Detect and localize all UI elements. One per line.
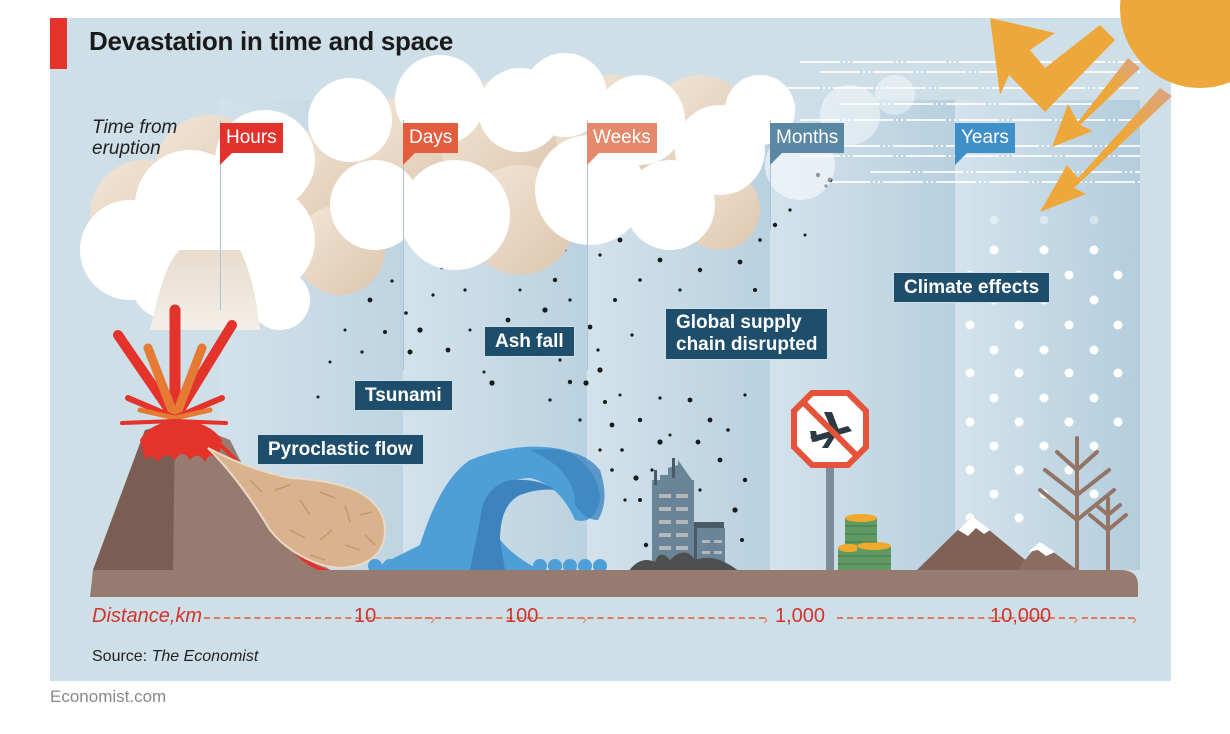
flag-weeks: Weeks [587, 123, 657, 165]
infographic-title: Devastation in time and space [89, 26, 454, 56]
days-flag-stem [403, 120, 404, 370]
axis-arrow-icon: › [763, 611, 768, 628]
weeks-flag-stem [587, 120, 588, 370]
axis-dash [204, 617, 432, 619]
flag-days: Days [403, 123, 459, 165]
hours-flag-stem [220, 120, 221, 310]
damaged-buildings-icon [628, 458, 740, 572]
axis-end-arrow-icon: › [1132, 611, 1137, 628]
months-flag-stem [770, 120, 771, 230]
volcano-icon [93, 304, 331, 574]
event-global-supply-chain: Global supply chain disrupted [665, 308, 829, 360]
flag-tail [403, 153, 415, 165]
flag-days-label: Days [409, 127, 453, 148]
flag-hours: Hours [220, 123, 283, 165]
axis-arrow-icon: › [430, 611, 435, 628]
source-prefix: Source: [92, 648, 148, 665]
distance-axis-label: Distance,km [92, 605, 203, 627]
ash-cloud-icon [80, 53, 915, 330]
axis-arrow-icon: › [582, 611, 587, 628]
axis-dash [547, 617, 765, 619]
flag-hours-label: Hours [226, 127, 277, 148]
time-axis-label: Time from eruption [92, 117, 212, 159]
flag-tail [587, 153, 599, 165]
money-stack-icon [838, 514, 891, 572]
flag-years-label: Years [961, 127, 1009, 148]
event-global-supply-chain-line1: Global supply [676, 312, 802, 333]
event-climate-effects: Climate effects [893, 272, 1051, 303]
axis-tick-100: 100 [505, 605, 539, 627]
pyroclastic-flow-icon [207, 447, 387, 570]
axis-dash [837, 617, 1075, 619]
axis-dash [1082, 617, 1134, 619]
flag-months: Months [770, 123, 845, 165]
flag-weeks-label: Weeks [593, 127, 651, 148]
flag-months-label: Months [776, 127, 839, 148]
time-axis-label-line1: Time from [92, 117, 178, 138]
bare-tree-icon [1038, 436, 1128, 574]
axis-tick-1000: 1,000 [775, 605, 826, 627]
tsunami-wave-icon [368, 446, 607, 573]
axis-dash [384, 617, 584, 619]
event-pyroclastic-flow: Pyroclastic flow [257, 434, 424, 465]
axis-arrow-icon: › [1073, 611, 1078, 628]
source-note: Source: The Economist [92, 648, 258, 666]
source-name: The Economist [151, 648, 259, 665]
flag-tail [955, 153, 967, 165]
distance-axis: Distance,km › 10 › 100 › 1,000 › 10,000 … [92, 605, 1152, 631]
sun-icon [1120, 0, 1230, 88]
footer-credit: Economist.com [50, 687, 167, 706]
snowfall-icon [965, 215, 1123, 523]
time-axis-label-line2: eruption [92, 138, 161, 159]
flag-tail [770, 153, 782, 165]
no-flights-sign-icon [791, 390, 869, 572]
reflected-sunlight-arrows-icon [990, 18, 1172, 212]
event-global-supply-chain-line2: chain disrupted [676, 334, 818, 355]
axis-tick-10000: 10,000 [990, 605, 1052, 627]
flag-years: Years [955, 123, 1015, 165]
event-ash-fall: Ash fall [484, 326, 575, 357]
title-accent-bar [50, 18, 67, 69]
snowy-mountains-icon [915, 516, 1080, 572]
ground [90, 570, 1138, 597]
flag-tail [220, 153, 232, 165]
event-tsunami: Tsunami [354, 380, 453, 411]
axis-tick-10: 10 [354, 605, 377, 627]
